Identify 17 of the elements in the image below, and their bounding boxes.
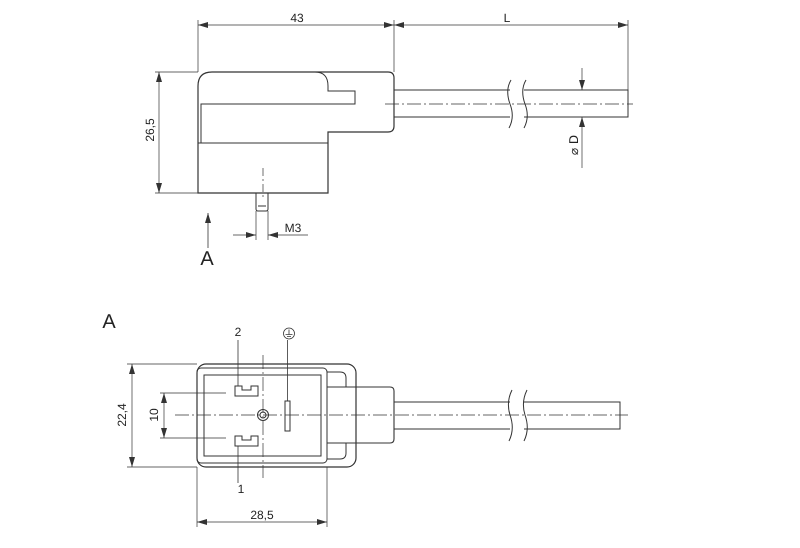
- dimension-value: M3: [284, 222, 302, 234]
- dimension-value: 43: [290, 12, 304, 24]
- dimension-value: 10: [148, 408, 160, 422]
- dimension-value: L: [504, 12, 510, 24]
- view-label: A: [102, 312, 116, 332]
- pin-number: 2: [232, 326, 244, 338]
- contact-slot: [234, 436, 258, 446]
- view-label: A: [200, 249, 214, 269]
- dimension-value: ⌀ D: [568, 134, 580, 156]
- earth-symbol-icon: [283, 328, 295, 340]
- contact-slot: [234, 386, 258, 396]
- dimension-value: 28,5: [250, 509, 274, 521]
- dimension-value: 26,5: [144, 118, 156, 142]
- earth-contact: [284, 400, 290, 432]
- leader-line: [287, 340, 288, 402]
- pin-number: 1: [235, 483, 247, 495]
- dimension-value: 22,4: [116, 403, 128, 427]
